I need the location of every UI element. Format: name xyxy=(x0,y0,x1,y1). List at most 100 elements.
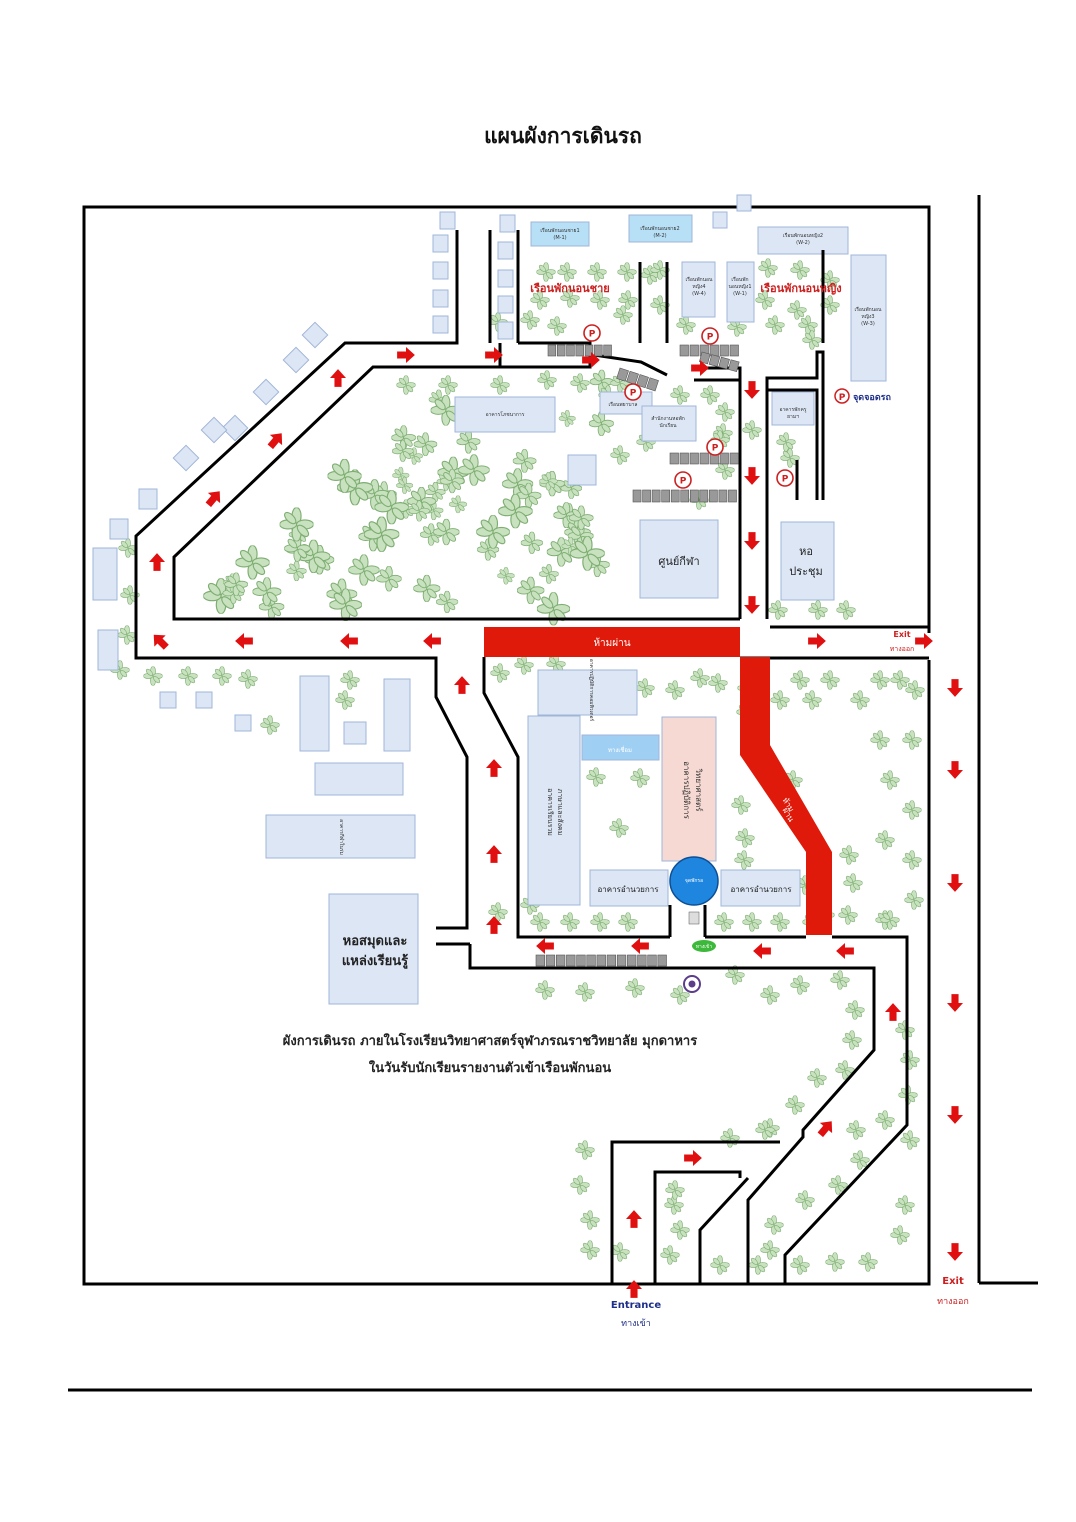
direction-arrow-icon xyxy=(631,938,649,954)
tree-icon xyxy=(575,1140,595,1160)
tree-icon xyxy=(875,1110,895,1130)
tree-icon xyxy=(902,730,922,750)
direction-arrow-icon xyxy=(744,381,760,399)
parking-stall xyxy=(729,344,739,357)
parking-stall xyxy=(547,344,557,357)
tree-icon xyxy=(734,850,754,870)
annex-building-d xyxy=(314,762,404,796)
diagonal-building xyxy=(282,346,310,374)
parking-stall xyxy=(699,452,709,465)
direction-arrow-icon xyxy=(684,1150,702,1166)
admin-right-label: อาคารอำนวยการ xyxy=(730,885,792,894)
library-building xyxy=(328,893,419,1005)
direction-arrow-icon xyxy=(340,633,358,649)
tree-icon xyxy=(764,1215,784,1235)
tree-icon xyxy=(690,668,710,688)
parking-legend-label: จุดจอดรถ xyxy=(853,393,891,403)
tree-icon xyxy=(618,912,638,932)
learning-label-2: ภาษาและสังคม xyxy=(556,789,564,836)
parking-stall xyxy=(680,489,690,503)
direction-arrow-icon xyxy=(486,845,502,863)
tree-icon xyxy=(590,912,610,932)
nurse-label: เรือนพยาบาล xyxy=(609,401,638,408)
parking-icon xyxy=(701,327,719,345)
direction-arrow-icon xyxy=(744,467,760,485)
parking-stall xyxy=(718,356,730,370)
tree-icon xyxy=(842,1030,862,1050)
tree-icon xyxy=(580,1210,600,1230)
learning-label-1: อาคารเรียนรวม xyxy=(546,788,554,836)
north-building-g xyxy=(497,241,514,260)
tree-icon xyxy=(839,845,859,865)
library-label-2: แหล่งเรียนรู้ xyxy=(342,953,408,969)
tree-icon xyxy=(449,495,467,514)
north-building-i xyxy=(497,295,514,314)
direction-arrow-icon xyxy=(149,553,165,571)
parking-stall xyxy=(566,344,575,357)
parking-stall xyxy=(646,377,659,392)
parking-stall xyxy=(699,489,709,503)
tree-icon xyxy=(490,375,510,395)
parking-stall xyxy=(556,954,566,967)
parking-icon-letter: P xyxy=(712,444,719,454)
parking-strip-female xyxy=(679,344,739,357)
parking-stall xyxy=(657,954,667,967)
tree-icon xyxy=(845,1000,865,1020)
tree-icon xyxy=(547,316,567,336)
tree-icon xyxy=(660,1245,680,1265)
dorm-office-building xyxy=(641,405,697,442)
tree-icon xyxy=(720,1128,740,1148)
tree-icon xyxy=(850,690,870,710)
parking-icon xyxy=(583,324,601,342)
direction-arrow-icon xyxy=(947,761,963,779)
housing-label-1: อาคารพักครู xyxy=(779,407,806,413)
dorm-m2-code: (M-2) xyxy=(653,233,666,239)
tree-icon xyxy=(456,429,481,454)
parking-icon-letter: P xyxy=(782,475,789,485)
west-building-c xyxy=(109,518,129,540)
parking-stall xyxy=(616,367,629,382)
tree-icon xyxy=(710,1255,730,1275)
dorm-office-label-2: นักเรียน xyxy=(659,422,677,429)
tree-icon xyxy=(790,670,810,690)
housing-label-2: ยามฯ xyxy=(787,414,799,420)
west-building-e xyxy=(159,691,177,709)
flagpole-emblem-core xyxy=(688,980,696,988)
tree-icon xyxy=(610,445,630,465)
tree-icon xyxy=(870,730,890,750)
tree-icon xyxy=(742,912,762,932)
direction-arrow-icon xyxy=(202,486,226,510)
parking-stall xyxy=(616,954,627,967)
tree-icon xyxy=(670,385,690,405)
direction-arrow-icon xyxy=(753,943,771,959)
road-segment xyxy=(482,657,670,939)
tree-icon xyxy=(520,531,543,554)
direction-arrow-icon xyxy=(423,633,441,649)
tree-icon xyxy=(802,690,822,710)
tree-icon xyxy=(790,1255,810,1275)
direction-arrow-icon xyxy=(454,676,470,694)
tree-icon xyxy=(436,590,459,613)
tree-icon xyxy=(252,577,282,607)
dorm-w2-label: เรือนพักนอนหญิง2 xyxy=(783,232,823,239)
diagonal-building xyxy=(252,378,280,406)
west-building-a xyxy=(92,547,118,601)
tree-icon xyxy=(575,982,595,1002)
parking-strip-nurse xyxy=(616,367,659,392)
dorm-m1-building xyxy=(530,221,590,247)
tree-icon xyxy=(708,673,728,693)
west-building-g xyxy=(234,714,252,732)
parking-icon-letter: P xyxy=(680,477,687,487)
tree-icon xyxy=(890,670,910,690)
exit-bottom-label: Exit xyxy=(942,1276,964,1287)
parking-legend-symbol: P xyxy=(839,393,846,403)
tree-icon xyxy=(413,574,441,602)
direction-arrow-icon xyxy=(947,679,963,697)
road-segment xyxy=(593,353,668,377)
direction-arrow-icon xyxy=(235,633,253,649)
campus-boundary xyxy=(82,205,931,1286)
dorm-w4-building xyxy=(681,261,716,318)
tree-icon xyxy=(714,912,734,932)
west-building-f xyxy=(195,691,213,709)
